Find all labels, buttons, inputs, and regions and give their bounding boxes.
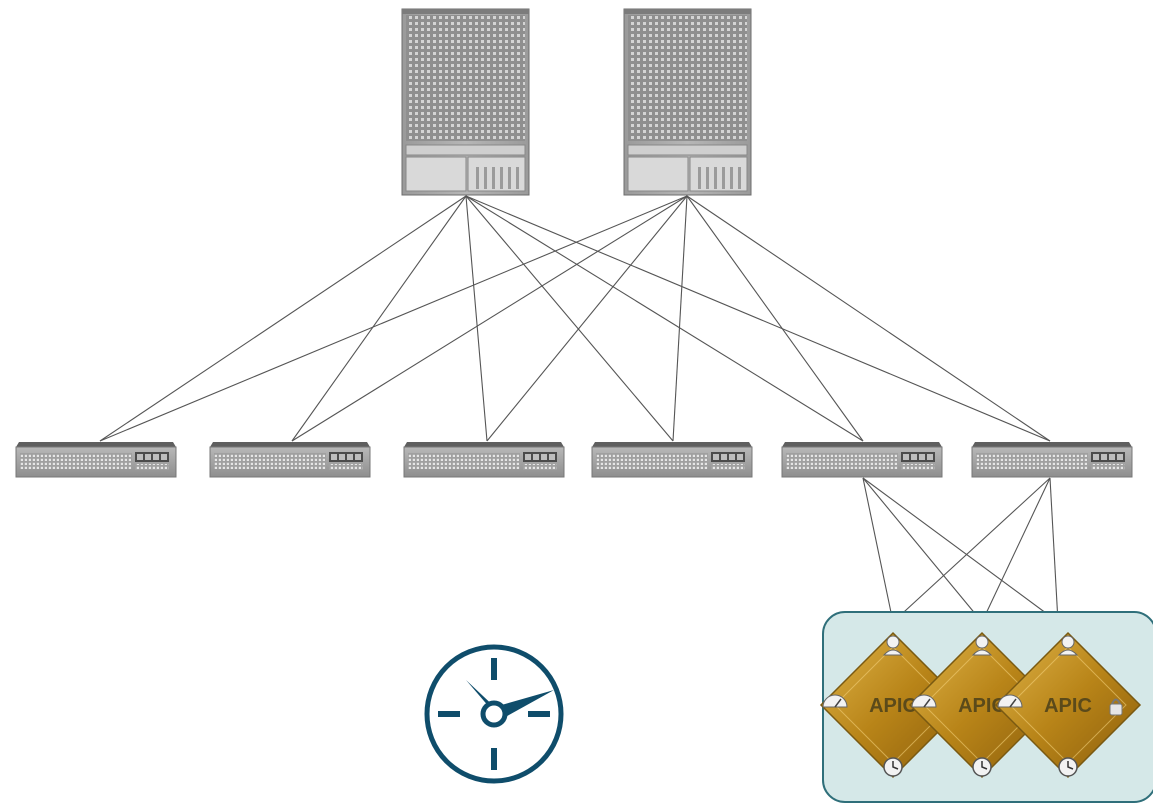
apic-controller-icon	[819, 631, 967, 779]
spine-switch-2	[623, 8, 752, 196]
apic-controller-icon	[994, 631, 1142, 779]
link-spine-1-leaf-1	[99, 195, 467, 442]
link-spine-2-leaf-2	[291, 195, 688, 442]
spine-switch-1	[401, 8, 530, 196]
apic-label: APIC	[869, 695, 917, 717]
apic-controller-3: APIC	[994, 631, 1142, 779]
leaf-switch-icon	[971, 442, 1133, 478]
leaf-switch-2	[209, 442, 371, 478]
link-spine-1-leaf-4	[465, 195, 674, 442]
uplink-leaf-5-apic-1	[862, 477, 894, 623]
link-spine-1-leaf-2	[291, 195, 467, 442]
uplink-leaf-6-apic-1	[892, 477, 1051, 623]
link-spine-1-leaf-6	[465, 195, 1051, 442]
leaf-switch-icon	[403, 442, 565, 478]
lock-icon	[1109, 703, 1123, 716]
apic-controllers: APIC APIC APIC	[819, 631, 1142, 779]
leaf-switch-6	[971, 442, 1133, 478]
leaf-switch-3	[403, 442, 565, 478]
leaf-switch-5	[781, 442, 943, 478]
leaf-switch-icon	[209, 442, 371, 478]
leaf-switch-4	[591, 442, 753, 478]
link-spine-2-leaf-5	[686, 195, 864, 442]
uplink-leaf-5-apic-3	[862, 477, 1059, 623]
link-spine-2-leaf-4	[672, 195, 688, 442]
controller-uplinks	[862, 477, 1059, 623]
uplink-leaf-6-apic-3	[1049, 477, 1059, 623]
chassis-switch-icon	[623, 8, 752, 196]
clock-icon	[424, 644, 564, 784]
link-spine-1-leaf-3	[465, 195, 488, 442]
link-spine-2-leaf-6	[686, 195, 1051, 442]
uplink-leaf-6-apic-2	[981, 477, 1051, 623]
link-spine-1-leaf-5	[465, 195, 864, 442]
apic-label: APIC	[1044, 695, 1092, 717]
link-spine-2-leaf-3	[486, 195, 688, 442]
leaf-switch-1	[15, 442, 177, 478]
chassis-switch-icon	[401, 8, 530, 196]
connection-links	[99, 195, 1051, 442]
leaf-switch-icon	[591, 442, 753, 478]
link-spine-2-leaf-1	[99, 195, 688, 442]
apic-label: APIC	[958, 695, 1006, 717]
apic-controller-1: APIC	[819, 631, 967, 779]
leaf-switch-icon	[781, 442, 943, 478]
leaf-switches	[15, 442, 1133, 478]
uplink-leaf-5-apic-2	[862, 477, 983, 623]
leaf-switch-icon	[15, 442, 177, 478]
